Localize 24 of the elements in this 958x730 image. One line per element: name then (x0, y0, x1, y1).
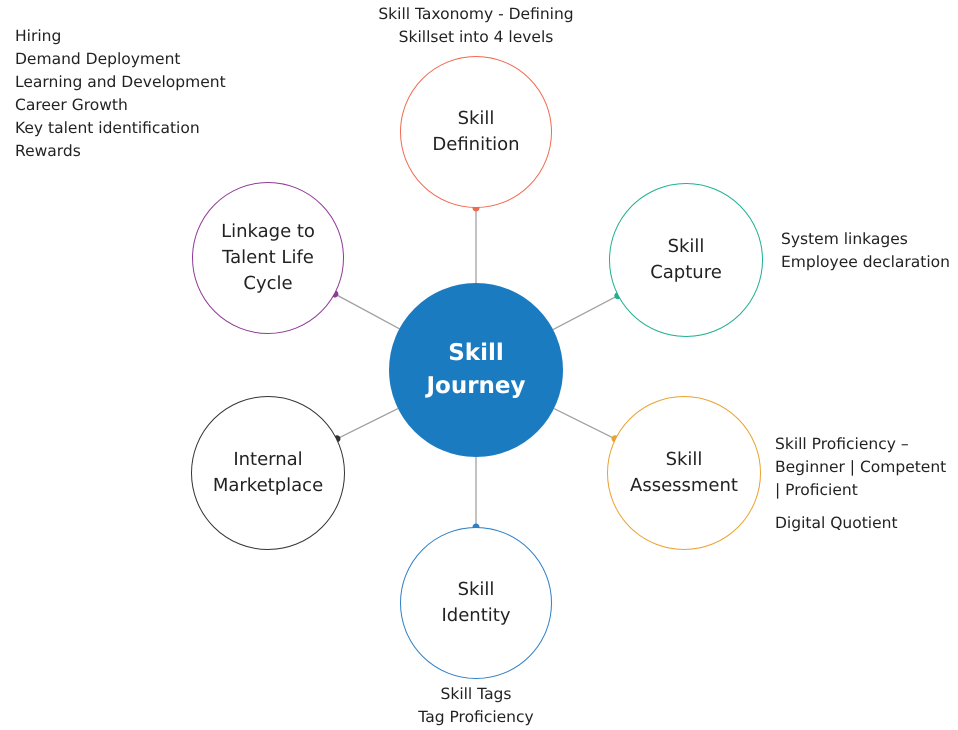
annotation-text: Employee declaration (781, 252, 951, 273)
annotation-text: Skill Tags (440, 684, 512, 705)
stage-label: Skill Capture (649, 235, 723, 285)
connector-line (554, 408, 618, 442)
annotation-text: Skill Proficiency – Beginner | Competent | Proficient (775, 434, 948, 501)
stage-label: Skill Identity (440, 578, 512, 628)
annotation-text: Tag Proficiency (417, 707, 535, 728)
annotation-text: Rewards (15, 141, 82, 162)
connector-line (334, 408, 398, 442)
annotation-text: Digital Quotient (775, 513, 899, 534)
annotation-text: Career Growth (15, 95, 129, 116)
annotation-text: Learning and Development (15, 72, 227, 93)
annotation-text: Demand Deployment (15, 49, 182, 70)
annotation-text: Skill Taxonomy - Defining Skillset into 4 levels (377, 4, 575, 48)
annotation-text: Key talent identification (15, 118, 201, 139)
connector-line (552, 292, 622, 330)
stage-label: Skill Definition (431, 107, 521, 157)
annotation-text: Hiring (15, 26, 62, 47)
stage-label: Linkage to Talent Life Cycle (220, 220, 316, 296)
stage-label: Skill Journey (424, 339, 527, 401)
stage-label: Skill Assessment (629, 448, 739, 498)
connector-line (331, 290, 400, 330)
annotation-text: System linkages (781, 229, 909, 250)
stage-label: Internal Marketplace (212, 448, 324, 498)
